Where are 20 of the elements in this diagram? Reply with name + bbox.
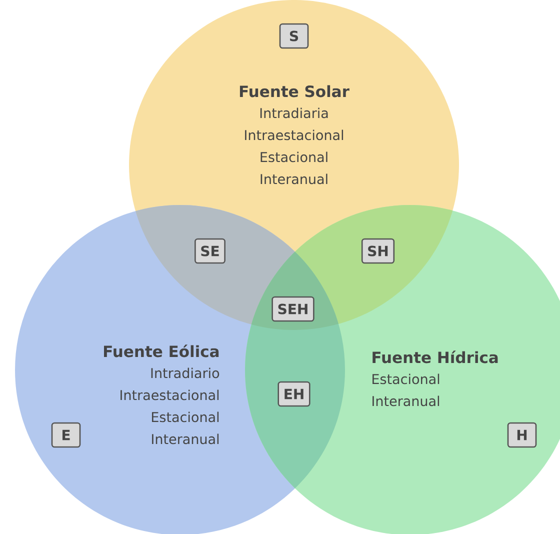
tag-box: E [51, 422, 81, 448]
list-item: Estacional [372, 374, 440, 384]
list-item: Intraestacional [120, 390, 219, 400]
tag-box: H [507, 422, 537, 448]
tag-box: EH [278, 381, 310, 407]
tag-box: S [279, 23, 309, 49]
tag-box: SE [194, 238, 226, 264]
list-item: Interanual [372, 396, 440, 406]
tag-box: SH [361, 238, 395, 264]
list-item: Intraestacional [245, 130, 344, 140]
list-item: Estacional [260, 152, 328, 162]
circle-heading: Fuente Eólica [104, 344, 219, 358]
list-item: Estacional [152, 412, 219, 422]
list-item: Intradiaria [260, 108, 328, 118]
circle-heading: Fuente Solar [240, 85, 350, 98]
list-item: Intradiario [151, 368, 220, 378]
circle-heading: Fuente Hídrica [372, 350, 498, 364]
list-item: Interanual [152, 434, 219, 444]
list-item: Interanual [260, 174, 328, 184]
tag-box: SEH [272, 296, 314, 322]
